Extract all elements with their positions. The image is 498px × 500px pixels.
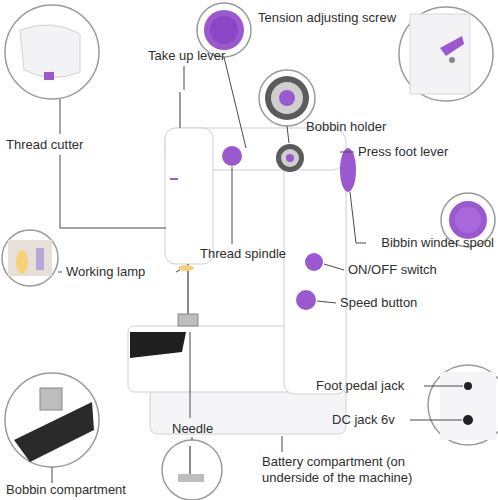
part-label: DC jack 6v (332, 412, 395, 428)
inset-bobbin-holder (259, 70, 315, 126)
part-label: Bobbin compartment (6, 482, 126, 498)
inset-press-foot-lever (399, 7, 493, 101)
part-label: ON/OFF switch (348, 262, 437, 278)
part-label: Tension adjusting screw (258, 10, 396, 26)
inset-bobbin-compartment (5, 373, 99, 467)
part-label: Working lamp (66, 264, 145, 280)
inset-thread-cutter (5, 5, 99, 99)
part-label: Bobbin holder (306, 119, 386, 135)
inset-needle-foot (162, 440, 222, 500)
part-label: Foot pedal jack (316, 378, 404, 394)
leader-lines (52, 57, 463, 483)
part-label: Speed button (340, 295, 417, 311)
part-label: Take up lever (148, 48, 225, 64)
part-label: Press foot lever (358, 144, 448, 160)
part-label: Thread cutter (6, 137, 83, 153)
part-label: Needle (172, 421, 213, 437)
part-label: Thread spindle (200, 246, 286, 262)
inset-working-lamp (2, 230, 58, 286)
part-label: Battery compartment (on underside of the… (262, 454, 462, 486)
inset-jacks (428, 365, 498, 445)
part-label: Bibbin winder spool (381, 235, 494, 251)
